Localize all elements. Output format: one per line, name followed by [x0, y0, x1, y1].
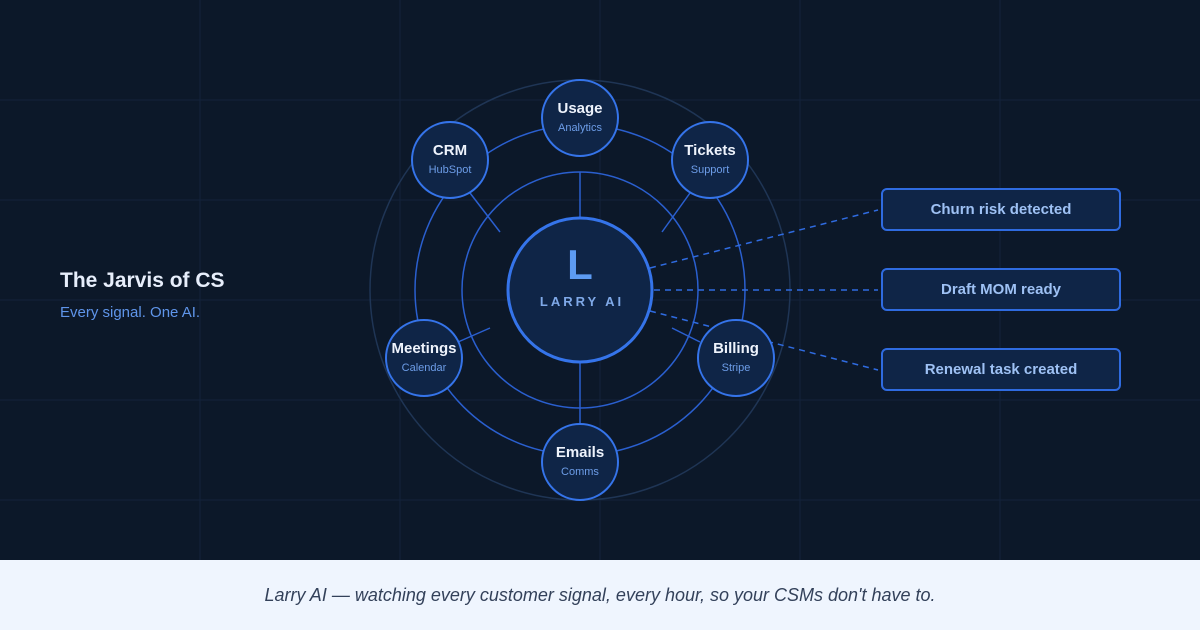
footer-tagline: Larry AI — watching every customer signa…: [264, 584, 936, 605]
output-draft-mom[interactable]: Draft MOM ready: [881, 268, 1121, 311]
output-label: Draft MOM ready: [940, 281, 1062, 298]
subline: Every signal. One AI.: [60, 304, 201, 321]
output-churn-risk[interactable]: Churn risk detected: [881, 188, 1121, 231]
node-title: Meetings: [391, 340, 456, 357]
core-letter: L: [567, 241, 593, 288]
output-label: Renewal task created: [924, 361, 1078, 378]
node-title: Usage: [557, 100, 602, 117]
spoke-billing: [671, 327, 701, 343]
node-title: Tickets: [684, 142, 735, 159]
node-title: CRM: [433, 142, 467, 159]
node-meetings[interactable]: Meetings Calendar: [385, 319, 463, 397]
node-subtitle: HubSpot: [429, 164, 472, 176]
node-title: Emails: [556, 444, 604, 461]
headline: The Jarvis of CS: [60, 269, 225, 292]
spoke-meetings: [457, 327, 491, 343]
output-label: Churn risk detected: [930, 201, 1072, 218]
node-tickets[interactable]: Tickets Support: [671, 121, 749, 199]
core-label: LARRY AI: [540, 294, 624, 309]
node-subtitle: Analytics: [558, 122, 603, 134]
node-subtitle: Calendar: [402, 362, 447, 374]
node-billing[interactable]: Billing Stripe: [697, 319, 775, 397]
footer-bar: Larry AI — watching every customer signa…: [0, 560, 1200, 630]
node-subtitle: Stripe: [722, 362, 751, 374]
spoke-crm: [469, 192, 501, 233]
hero-banner: The Jarvis of CS Every signal. One AI. L…: [0, 0, 1200, 560]
node-emails[interactable]: Emails Comms: [541, 423, 619, 501]
node-crm[interactable]: CRM HubSpot: [411, 121, 489, 199]
output-renewal-task[interactable]: Renewal task created: [881, 348, 1121, 391]
node-subtitle: Support: [691, 164, 730, 176]
node-usage[interactable]: Usage Analytics: [541, 79, 619, 157]
connector-churn: [649, 209, 879, 269]
signal-diagram: L LARRY AI Usage Analytics CRM HubSpot T…: [369, 79, 879, 501]
node-title: Billing: [713, 340, 759, 357]
node-subtitle: Comms: [561, 466, 599, 478]
larry-ai-core[interactable]: L LARRY AI: [506, 216, 654, 364]
spoke-tickets: [661, 192, 691, 233]
